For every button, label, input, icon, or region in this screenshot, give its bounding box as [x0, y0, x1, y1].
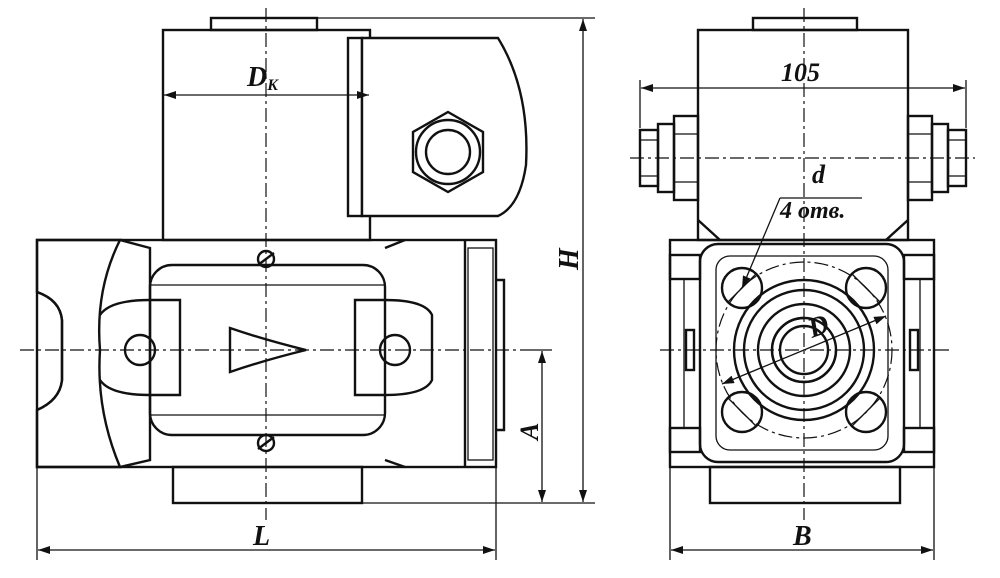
- coil-top-cap: [209, 16, 319, 32]
- h-label: H: [554, 247, 585, 271]
- b-label: B: [792, 521, 812, 552]
- valve-body: [35, 238, 506, 469]
- side-body: [668, 238, 936, 469]
- dimension-dk: DK: [164, 62, 369, 99]
- side-base-plate: [708, 465, 902, 505]
- bolt-hole: [844, 390, 888, 434]
- holes-label: 4 отв.: [779, 198, 845, 224]
- bolt-hole: [844, 266, 888, 310]
- arrow-icon: [228, 326, 307, 374]
- l-label: L: [252, 521, 270, 552]
- side-view: 105 d 4 отв. D B: [630, 8, 975, 560]
- nut-icon: [411, 110, 485, 194]
- side-top-cap: [751, 16, 859, 32]
- dimension-a: A: [515, 349, 552, 502]
- dimension-h: H: [317, 17, 595, 504]
- dimension-105: 105: [639, 58, 967, 128]
- dim-105-label: 105: [781, 58, 820, 87]
- svg-text:DK: DK: [246, 62, 279, 94]
- dk-label: D: [246, 62, 267, 93]
- dk-subscript: K: [266, 77, 279, 94]
- a-label: A: [515, 423, 544, 442]
- dimension-l: L: [36, 467, 497, 560]
- dimension-b: B: [669, 467, 935, 560]
- base-plate: [171, 465, 364, 505]
- bolt-hole: [720, 390, 764, 434]
- leader-d-holes: d 4 отв.: [741, 160, 862, 289]
- front-view: DK H A L: [20, 8, 595, 560]
- bolt-hole: [720, 266, 764, 310]
- d-small-label: d: [812, 160, 826, 189]
